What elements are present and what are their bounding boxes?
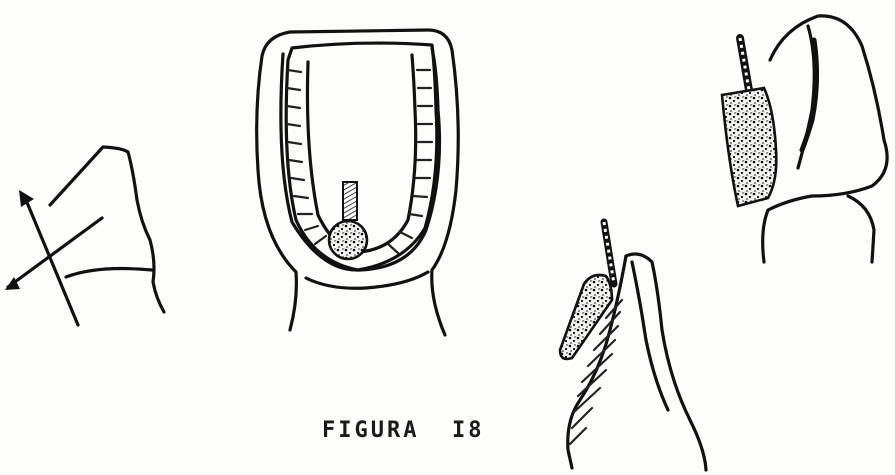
cavity-preparation — [257, 30, 459, 335]
figure-caption: FIGURA I8 — [322, 418, 484, 443]
direction-line — [8, 218, 102, 287]
proximal-view-lower — [560, 222, 706, 470]
incisor-right — [722, 16, 887, 262]
cylinder-diamond-bur — [722, 88, 776, 206]
tooth-section-left — [5, 147, 164, 325]
direction-line — [26, 200, 78, 325]
round-bur-head — [329, 221, 367, 259]
bur-shank — [343, 182, 357, 220]
enamel-groove — [802, 40, 817, 150]
